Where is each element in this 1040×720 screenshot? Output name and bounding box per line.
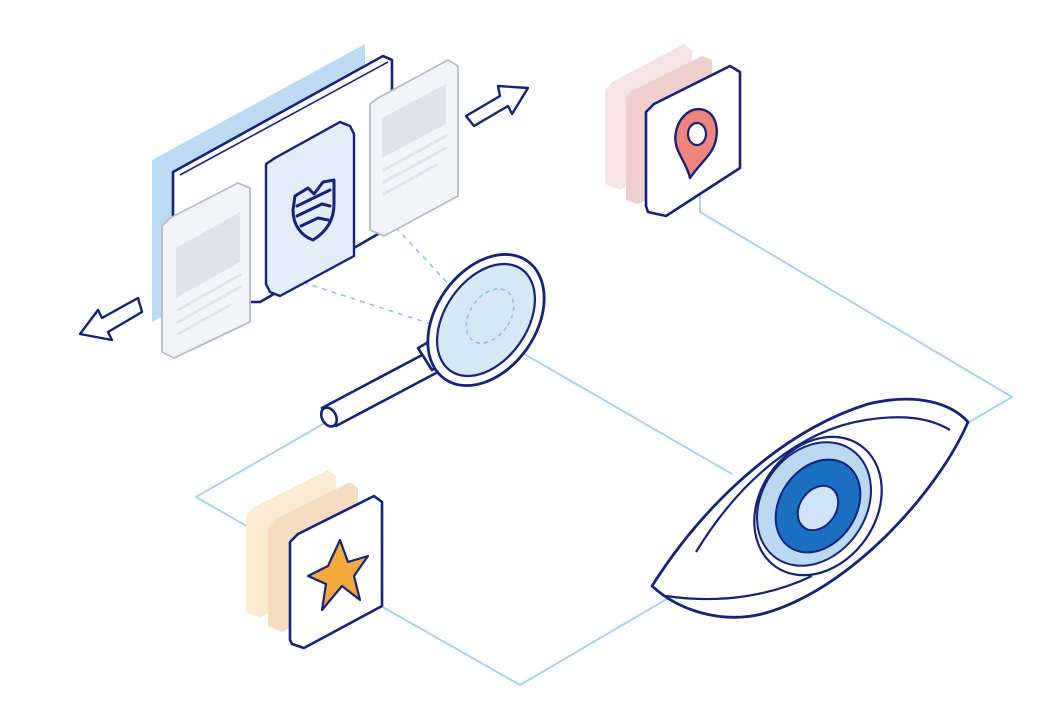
location-pin-icon (674, 107, 718, 180)
document-card-left (161, 182, 251, 359)
arrow-right-icon (464, 84, 530, 128)
location-card-stack (605, 44, 742, 218)
document-card-right (369, 59, 459, 237)
arrow-left-icon (78, 296, 144, 342)
star-icon (306, 538, 370, 612)
eye-icon (650, 397, 970, 619)
star-card-stack (246, 470, 384, 650)
shield-icon (291, 178, 336, 242)
magnifying-glass-icon (319, 253, 546, 428)
browser-window-group (78, 44, 530, 359)
